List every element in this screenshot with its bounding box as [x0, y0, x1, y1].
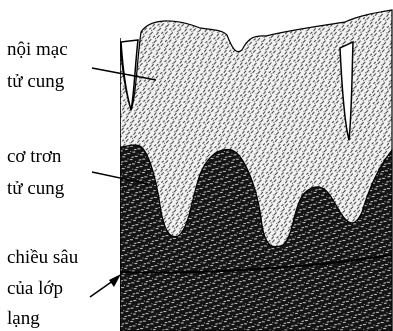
- endometrium-label-line-2: tử cung: [7, 71, 65, 92]
- depth-label-line-2: của lớp: [7, 278, 63, 299]
- myometrium-label-line-1: cơ trơn: [7, 146, 62, 167]
- endometrium-label-line-1: nội mạc: [7, 39, 68, 60]
- myometrium-label-line-2: tử cung: [7, 178, 65, 199]
- depth-label-line-3: lạng: [7, 308, 40, 329]
- depth-label-line-1: chiều sâu: [7, 247, 79, 268]
